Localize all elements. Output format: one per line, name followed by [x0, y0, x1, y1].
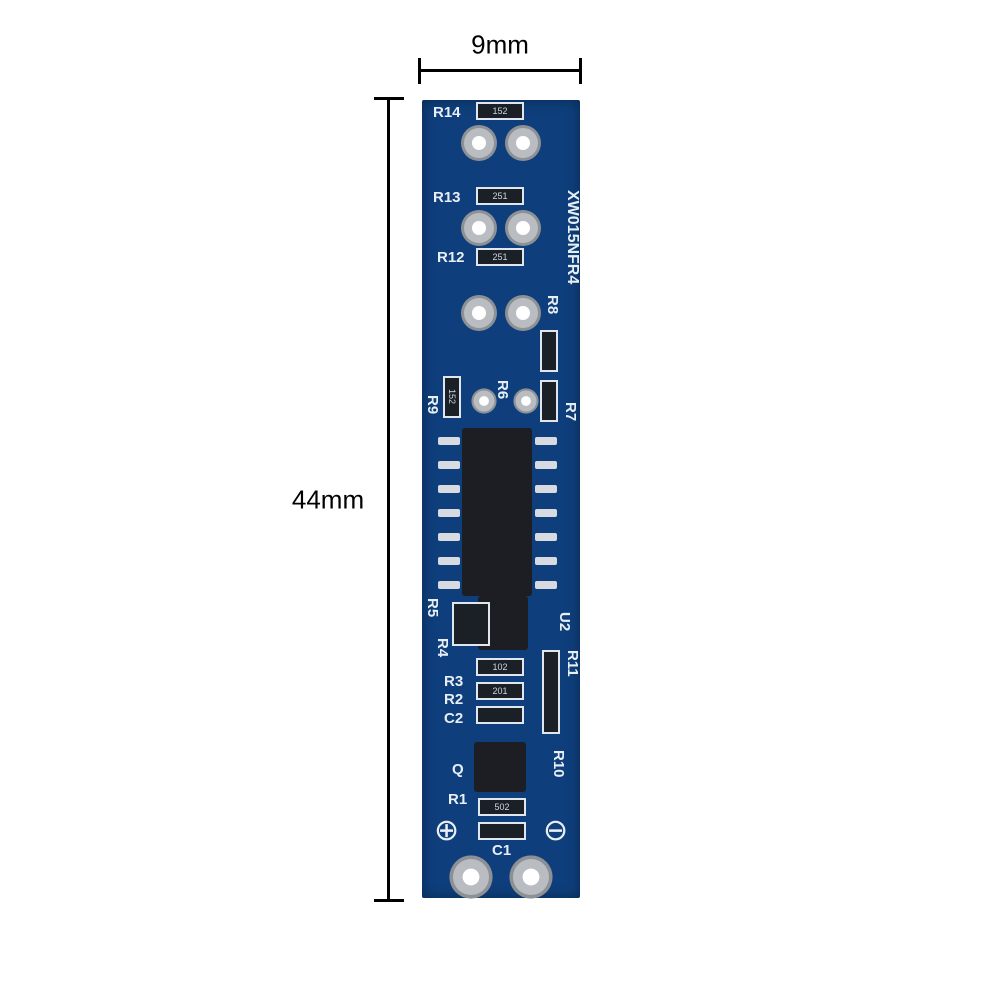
height-dimension-tick-bottom	[374, 899, 404, 902]
resistor-r3: 102	[476, 658, 524, 676]
ic-chip-u1	[462, 428, 532, 596]
ic-pin	[535, 509, 557, 517]
width-dimension-line	[418, 69, 582, 72]
pad-hole	[515, 390, 537, 412]
ic-pin	[438, 461, 460, 469]
width-dimension-label: 9mm	[471, 29, 529, 60]
resistor-r5-r4	[452, 602, 490, 646]
pad-hole	[508, 128, 538, 158]
height-dimension-line	[387, 98, 390, 902]
capacitor-c1	[478, 822, 526, 840]
resistor-r12: 251	[476, 248, 524, 266]
resistor-r8	[540, 330, 558, 372]
ic-pin	[535, 557, 557, 565]
label-r13: R13	[433, 189, 461, 206]
resistor-r1: 502	[478, 798, 526, 816]
label-r9: R9	[424, 395, 441, 415]
pad-hole	[473, 390, 495, 412]
label-r14: R14	[433, 104, 461, 121]
label-r10: R10	[550, 750, 567, 778]
height-dimension-tick-top	[374, 97, 404, 100]
pad-hole	[508, 298, 538, 328]
plus-symbol-icon: ⊕	[434, 814, 460, 847]
resistor-r2: 201	[476, 682, 524, 700]
resistor-r11-r10	[542, 650, 560, 734]
label-r12: R12	[437, 249, 465, 266]
width-dimension-tick-left	[418, 58, 421, 84]
height-dimension-label: 44mm	[291, 484, 365, 515]
ic-pin	[535, 533, 557, 541]
label-r5: R5	[424, 598, 441, 618]
resistor-r13: 251	[476, 187, 524, 205]
ic-pin	[438, 533, 460, 541]
ic-pin	[535, 437, 557, 445]
label-r11: R11	[564, 650, 581, 677]
label-r6: R6	[494, 380, 511, 400]
negative-terminal-hole	[453, 859, 489, 895]
pad-hole	[464, 213, 494, 243]
label-c1: C1	[492, 842, 512, 859]
label-part-number: XW015NFR4	[564, 190, 581, 285]
capacitor-c2	[476, 706, 524, 724]
resistor-r14: 152	[476, 102, 524, 120]
minus-symbol-icon: ⊖	[543, 814, 569, 847]
transistor-q	[474, 742, 526, 792]
label-r4: R4	[434, 638, 451, 658]
ic-pin	[438, 485, 460, 493]
resistor-r7	[540, 380, 558, 422]
label-q: Q	[452, 761, 464, 778]
positive-terminal-hole	[513, 859, 549, 895]
label-u2: U2	[556, 612, 573, 632]
label-r3: R3	[444, 673, 464, 690]
width-dimension-tick-right	[579, 58, 582, 84]
resistor-r9: 152	[443, 376, 461, 418]
ic-pin	[535, 581, 557, 589]
pad-hole	[464, 128, 494, 158]
ic-pin	[535, 461, 557, 469]
pad-hole	[464, 298, 494, 328]
ic-pin	[438, 509, 460, 517]
label-c2: C2	[444, 710, 464, 727]
ic-pin	[438, 557, 460, 565]
pad-hole	[508, 213, 538, 243]
ic-pin	[438, 437, 460, 445]
label-r7: R7	[562, 402, 579, 422]
ic-pin	[438, 581, 460, 589]
label-r1: R1	[448, 791, 468, 808]
label-r8: R8	[544, 295, 561, 315]
label-r2: R2	[444, 691, 464, 708]
ic-pin	[535, 485, 557, 493]
